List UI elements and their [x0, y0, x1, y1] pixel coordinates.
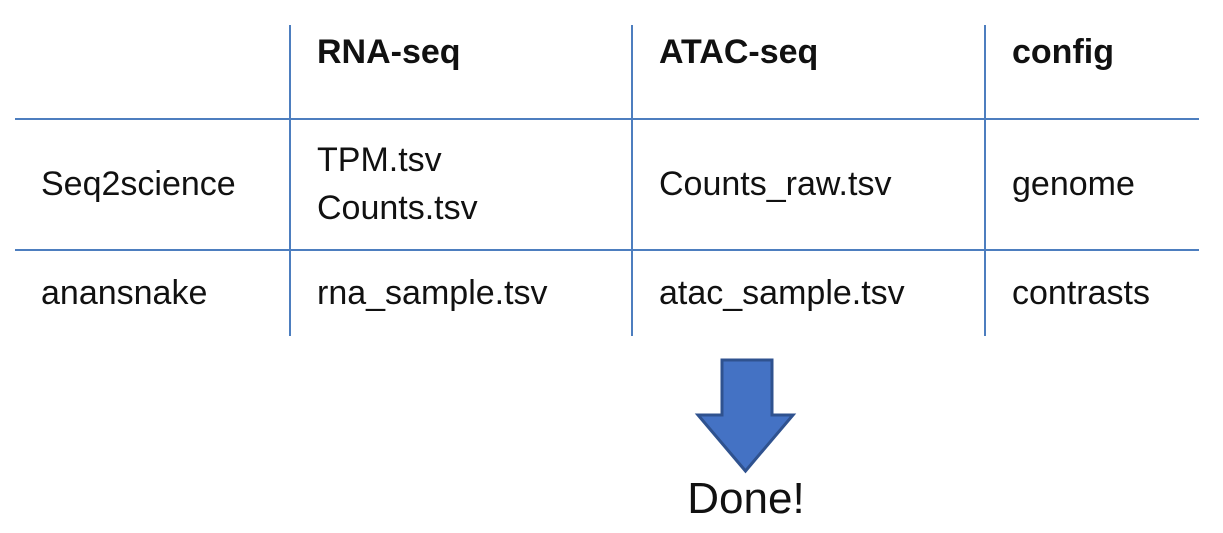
down-arrow-shape [694, 358, 797, 474]
column-header-config: config [984, 25, 1199, 119]
cell-seq2science-atac: Counts_raw.tsv [631, 118, 985, 250]
column-header-atac-seq: ATAC-seq [631, 25, 985, 119]
cell-anansnake-config: contrasts [984, 249, 1199, 336]
row-label-seq2science: Seq2science [15, 118, 290, 250]
table-row: Seq2science TPM.tsv Counts.tsv Counts_ra… [15, 118, 1199, 250]
cell-anansnake-rna: rna_sample.tsv [289, 249, 632, 336]
table-header-row: RNA-seq ATAC-seq config [15, 25, 1199, 119]
row-label-anansnake: anansnake [15, 249, 290, 336]
cell-seq2science-config: genome [984, 118, 1199, 250]
table-row: anansnake rna_sample.tsv atac_sample.tsv… [15, 249, 1199, 336]
cell-seq2science-rna: TPM.tsv Counts.tsv [289, 118, 632, 250]
done-label: Done! [687, 474, 805, 523]
pipeline-files-table: RNA-seq ATAC-seq config Seq2science TPM.… [15, 25, 1199, 336]
cell-anansnake-atac: atac_sample.tsv [631, 249, 985, 336]
column-header-rna-seq: RNA-seq [289, 25, 632, 119]
